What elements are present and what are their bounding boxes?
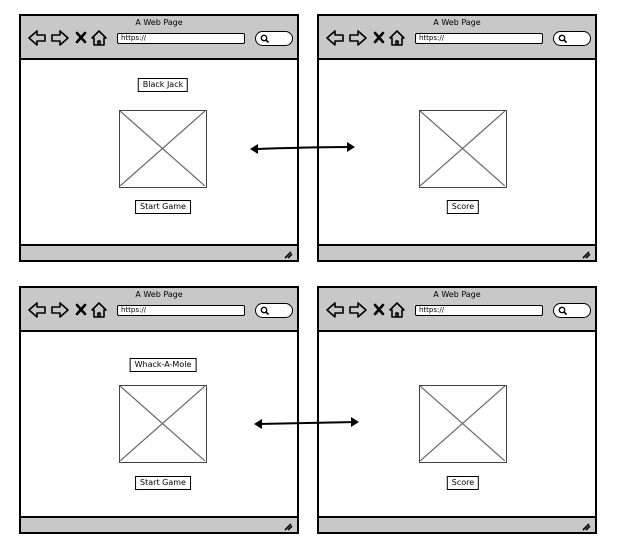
title-bar: A Web Page https:// [21, 16, 297, 60]
search-button[interactable] [255, 303, 293, 318]
navigation-icons [28, 30, 107, 46]
search-icon [260, 34, 270, 44]
double-arrow-icon [250, 142, 355, 154]
arrow-left-icon [326, 30, 344, 46]
browser-window-bottom-left: A Web Page https:// Whack-A-Mole [19, 286, 299, 534]
close-icon [373, 303, 385, 316]
status-bar [21, 516, 297, 532]
arrow-left-icon [326, 302, 344, 318]
image-placeholder-icon [120, 386, 205, 461]
score-button[interactable]: Score [446, 200, 480, 214]
search-button[interactable] [255, 31, 293, 46]
image-placeholder [119, 385, 207, 463]
window-title: A Web Page [433, 290, 481, 299]
resize-grip-icon[interactable] [283, 249, 293, 259]
page-content: Black Jack Start Game [21, 60, 297, 245]
window-title: A Web Page [433, 18, 481, 27]
close-icon [75, 303, 87, 316]
arrow-right-icon [51, 302, 69, 318]
page-content: Score [319, 60, 595, 245]
status-bar [21, 244, 297, 260]
arrow-left-icon [28, 302, 46, 318]
search-button[interactable] [553, 303, 591, 318]
image-placeholder [419, 385, 507, 463]
url-input[interactable]: https:// [415, 305, 543, 316]
start-game-button[interactable]: Start Game [135, 200, 191, 214]
url-input[interactable]: https:// [117, 33, 245, 44]
title-label: Black Jack [137, 78, 189, 92]
score-button[interactable]: Score [446, 476, 480, 490]
browser-window-top-left: A Web Page https:// Black Jack [19, 14, 299, 262]
home-icon [91, 30, 107, 46]
browser-window-top-right: A Web Page https:// [317, 14, 597, 262]
close-icon [373, 31, 385, 44]
browser-window-bottom-right: A Web Page https:// [317, 286, 597, 534]
title-label: Whack-A-Mole [129, 358, 197, 372]
resize-grip-icon[interactable] [581, 249, 591, 259]
image-placeholder-icon [420, 111, 505, 186]
status-bar [319, 244, 595, 260]
window-title: A Web Page [135, 290, 183, 299]
resize-grip-icon[interactable] [283, 521, 293, 531]
home-icon [389, 30, 405, 46]
arrow-left-icon [28, 30, 46, 46]
navigation-icons [326, 302, 405, 318]
image-placeholder-icon [120, 111, 205, 186]
navigation-icons [28, 302, 107, 318]
home-icon [389, 302, 405, 318]
page-content: Whack-A-Mole Start Game [21, 332, 297, 517]
arrow-right-icon [51, 30, 69, 46]
title-bar: A Web Page https:// [319, 16, 595, 60]
search-icon [260, 306, 270, 316]
resize-grip-icon[interactable] [581, 521, 591, 531]
image-placeholder [119, 110, 207, 188]
title-bar: A Web Page https:// [319, 288, 595, 332]
start-game-button[interactable]: Start Game [135, 476, 191, 490]
image-placeholder [419, 110, 507, 188]
search-button[interactable] [553, 31, 591, 46]
image-placeholder-icon [420, 386, 505, 461]
url-input[interactable]: https:// [117, 305, 245, 316]
arrow-right-icon [349, 30, 367, 46]
status-bar [319, 516, 595, 532]
arrow-right-icon [349, 302, 367, 318]
close-icon [75, 31, 87, 44]
search-icon [558, 34, 568, 44]
navigation-icons [326, 30, 405, 46]
home-icon [91, 302, 107, 318]
double-arrow-icon [254, 417, 359, 429]
window-title: A Web Page [135, 18, 183, 27]
title-bar: A Web Page https:// [21, 288, 297, 332]
page-content: Score [319, 332, 595, 517]
url-input[interactable]: https:// [415, 33, 543, 44]
search-icon [558, 306, 568, 316]
